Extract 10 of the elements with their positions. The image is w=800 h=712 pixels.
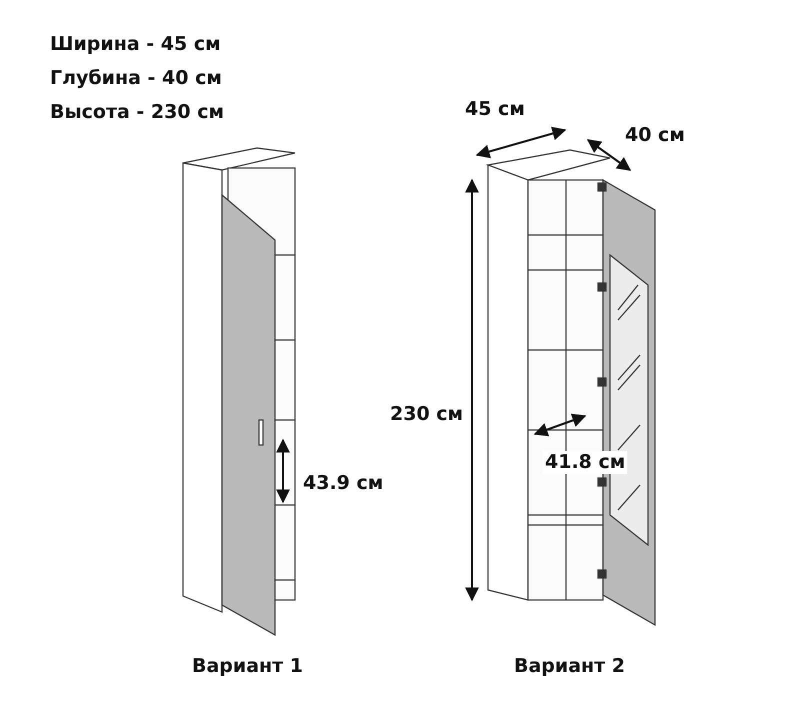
dimension-label: 41.8 см [543,451,628,474]
variant-caption: Вариант 2 [514,655,626,678]
variant-caption: Вариант 1 [192,655,304,678]
dimension-label: 43.9 см [303,472,384,495]
dimension-label: 45 см [465,98,525,121]
dimension-label: 40 см [625,124,685,147]
spec-text: Ширина - 45 см [50,33,221,56]
dimension-label: 230 см [390,403,464,426]
spec-text: Высота - 230 см [50,101,224,124]
spec-text: Глубина - 40 см [50,67,222,90]
